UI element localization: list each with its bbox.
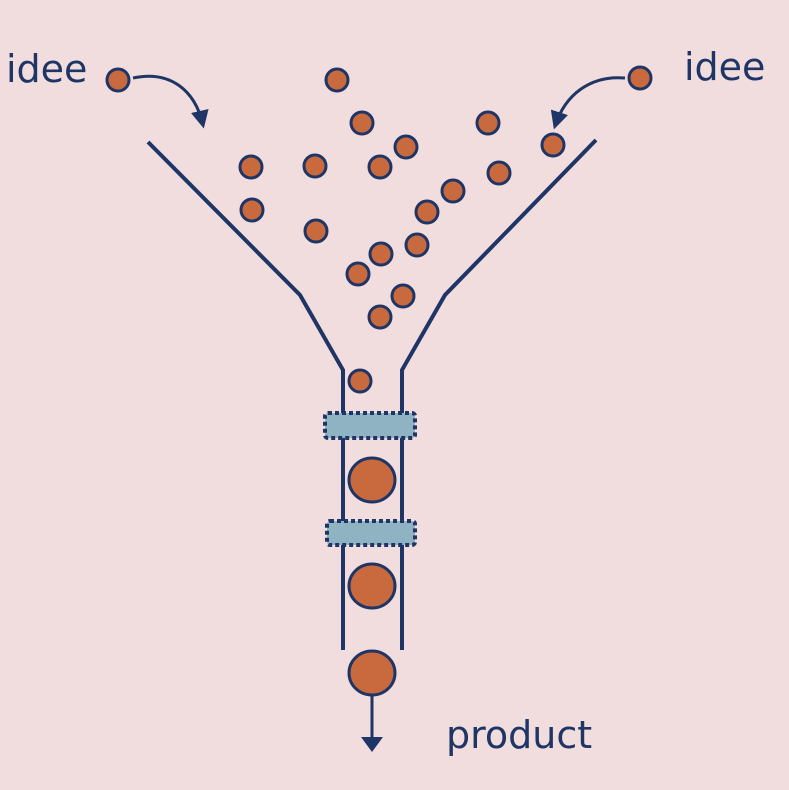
funnel-right-wall <box>400 138 598 650</box>
idea-dot <box>349 110 375 136</box>
idea-dot <box>324 67 350 93</box>
idea-dot <box>368 241 394 267</box>
idea-dot <box>540 132 566 158</box>
idea-dot <box>347 368 373 394</box>
product-item <box>347 649 397 697</box>
funnel-left-wall <box>146 140 345 650</box>
idea-dots <box>105 65 653 394</box>
idea-dot <box>303 218 329 244</box>
idea-dot <box>393 134 419 160</box>
idea-dot <box>367 154 393 180</box>
down-arrow-icon <box>361 696 383 752</box>
product-ovals <box>347 456 397 697</box>
idea-dot <box>367 304 393 330</box>
developed-idea <box>347 456 397 504</box>
idea-dot <box>238 154 264 180</box>
gates <box>323 411 417 547</box>
curved-arrow-icon-right <box>550 76 626 130</box>
product-output-label: product <box>446 713 593 757</box>
idea-input-label-right: idee <box>684 45 766 89</box>
idea-dot <box>390 283 416 309</box>
idea-dot <box>414 199 440 225</box>
idea-dot <box>345 261 371 287</box>
funnel-outline <box>146 138 598 650</box>
gate-1 <box>323 411 417 440</box>
idea-dot <box>404 232 430 258</box>
idea-dot <box>475 110 501 136</box>
idea-dot <box>486 160 512 186</box>
gate-2 <box>325 519 417 547</box>
incoming-idea-dot-right <box>627 65 653 91</box>
idea-dot <box>440 178 466 204</box>
idea-dot <box>239 197 265 223</box>
idea-dot <box>302 153 328 179</box>
incoming-idea-dot-left <box>105 67 131 93</box>
curved-arrow-icon-left <box>132 74 209 129</box>
idea-input-label-left: idee <box>6 47 88 91</box>
developed-idea <box>347 562 397 610</box>
